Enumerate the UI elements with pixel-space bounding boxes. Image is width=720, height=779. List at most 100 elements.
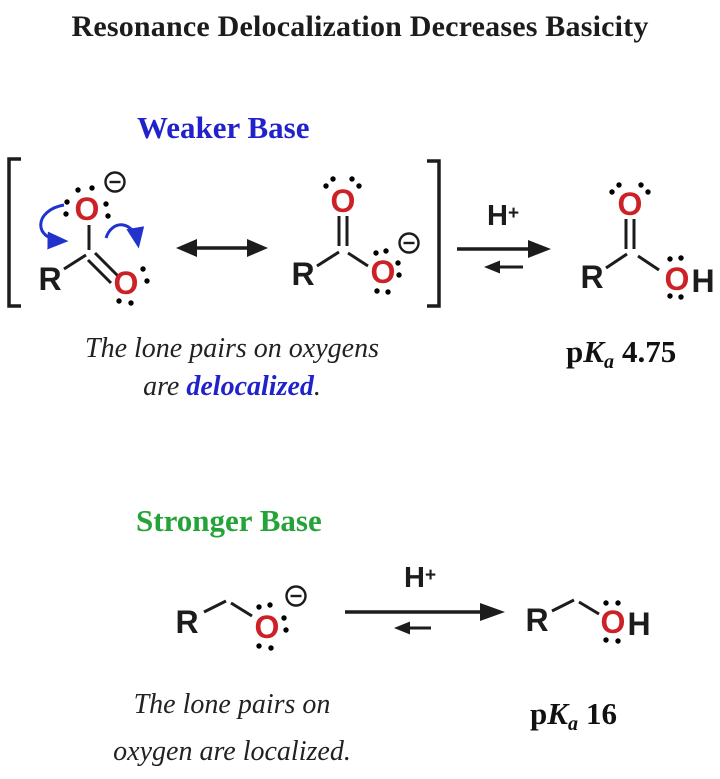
alkoxide: [203, 585, 307, 651]
carboxylate-resonance-2: [316, 176, 420, 295]
equilibrium-arrows-2: [345, 603, 505, 635]
weaker-base-label: Weaker Base: [137, 110, 310, 145]
atom-r-group: R: [175, 604, 199, 640]
resonance-arrowhead-right: [247, 239, 268, 257]
atom-r-group: R: [525, 602, 549, 638]
atom-oxygen: O: [113, 265, 139, 301]
lone-pair-dot: [323, 183, 329, 189]
atom-oxygen: O: [600, 604, 626, 640]
resonance-arrow: [176, 239, 268, 257]
caption-line2: oxygen are localized.: [113, 736, 351, 767]
carboxylic-acid: [605, 182, 684, 300]
lone-pair-dot: [616, 182, 622, 188]
lone-pair-dot: [603, 600, 609, 606]
weaker-caption: The lone pairs on oxygens are delocalize…: [28, 330, 436, 406]
plus-charge: +: [507, 203, 520, 224]
proton-label: H+: [487, 200, 520, 232]
lone-pair-dot: [615, 600, 621, 606]
lone-pair-dot: [128, 300, 134, 306]
bond-r-c: [551, 598, 575, 613]
lone-pair-dot: [356, 183, 362, 189]
lone-pair-dot: [383, 248, 389, 254]
bond-c-o: [578, 600, 600, 616]
atom-r-group: R: [580, 259, 604, 295]
lone-pair-dot: [603, 637, 609, 643]
atom-oxygen: O: [664, 261, 690, 297]
lone-pair-dot: [615, 638, 621, 644]
stronger-caption: The lone pairs on oxygen are localized.: [38, 681, 426, 775]
caption-keyword: delocalized: [186, 371, 314, 402]
lone-pair-dot: [256, 604, 262, 610]
curved-electron-arrow: [104, 223, 145, 249]
negative-charge-circle: [104, 171, 126, 193]
bond-c-o: [230, 601, 253, 618]
caption-line1: The lone pairs on oxygens: [85, 333, 379, 364]
bond-c-o-single: [637, 254, 660, 272]
plus-charge: +: [424, 565, 437, 586]
atom-r-group: R: [38, 261, 62, 297]
reverse-arrowhead: [484, 260, 500, 274]
lone-pair-dot: [281, 615, 287, 621]
lone-pair-dot: [609, 189, 615, 195]
lone-pair-dot: [63, 211, 69, 217]
bond-c-o-single: [347, 251, 369, 268]
atom-hydrogen: H: [691, 263, 715, 299]
lone-pair-dot: [667, 256, 673, 262]
stronger-base-label: Stronger Base: [136, 503, 322, 538]
curved-electron-arrow: [39, 203, 69, 250]
lone-pair-dot: [256, 643, 262, 649]
bracket-left: [7, 157, 21, 308]
lone-pair-dot: [395, 260, 401, 266]
lone-pair-dot: [374, 288, 380, 294]
atom-oxygen: O: [370, 254, 396, 290]
negative-charge-circle: [285, 585, 307, 607]
carboxylate-resonance-1: [39, 171, 150, 306]
lone-pair-dot: [385, 289, 391, 295]
caption-line2-pre: are: [143, 371, 187, 402]
lone-pair-dot: [268, 645, 274, 651]
proton-label: H+: [404, 562, 437, 594]
lone-pair-dot: [89, 185, 95, 191]
lone-pair-dot: [144, 278, 150, 284]
forward-arrowhead: [528, 240, 551, 258]
alcohol: [551, 598, 621, 644]
atom-hydrogen: H: [627, 606, 651, 642]
lone-pair-dot: [64, 199, 70, 205]
lone-pair-dot: [373, 250, 379, 256]
double-bond-line: [93, 251, 120, 278]
lone-pair-dot: [283, 627, 289, 633]
resonance-arrowhead-left: [176, 239, 197, 257]
lone-pair-dot: [667, 293, 673, 299]
bond-r-c: [203, 599, 227, 614]
atom-oxygen: O: [617, 186, 643, 222]
lone-pair-dot: [638, 182, 644, 188]
forward-arrowhead: [480, 603, 505, 621]
atom-oxygen: O: [254, 609, 280, 645]
bond-r-c: [316, 250, 340, 268]
lone-pair-dot: [396, 272, 402, 278]
equilibrium-arrows-1: [457, 240, 551, 274]
atom-oxygen: O: [74, 191, 100, 227]
figure-title: Resonance Delocalization Decreases Basic…: [71, 10, 649, 43]
caption-period: .: [313, 371, 321, 402]
lone-pair-dot: [330, 176, 336, 182]
bond-r-c: [605, 252, 628, 270]
lone-pair-dot: [349, 176, 355, 182]
atom-oxygen: O: [330, 183, 356, 219]
lone-pair-dot: [75, 187, 81, 193]
lone-pair-dot: [645, 189, 651, 195]
atom-r-group: R: [291, 256, 315, 292]
double-bond-line: [86, 258, 113, 285]
caption-line1: The lone pairs on: [133, 689, 331, 720]
lone-pair-dot: [116, 298, 122, 304]
lone-pair-dot: [105, 213, 111, 219]
reverse-arrowhead: [394, 621, 410, 635]
bond-r-c: [63, 253, 87, 271]
bracket-right: [427, 159, 441, 308]
lone-pair-dot: [267, 602, 273, 608]
negative-charge-circle: [398, 232, 420, 254]
